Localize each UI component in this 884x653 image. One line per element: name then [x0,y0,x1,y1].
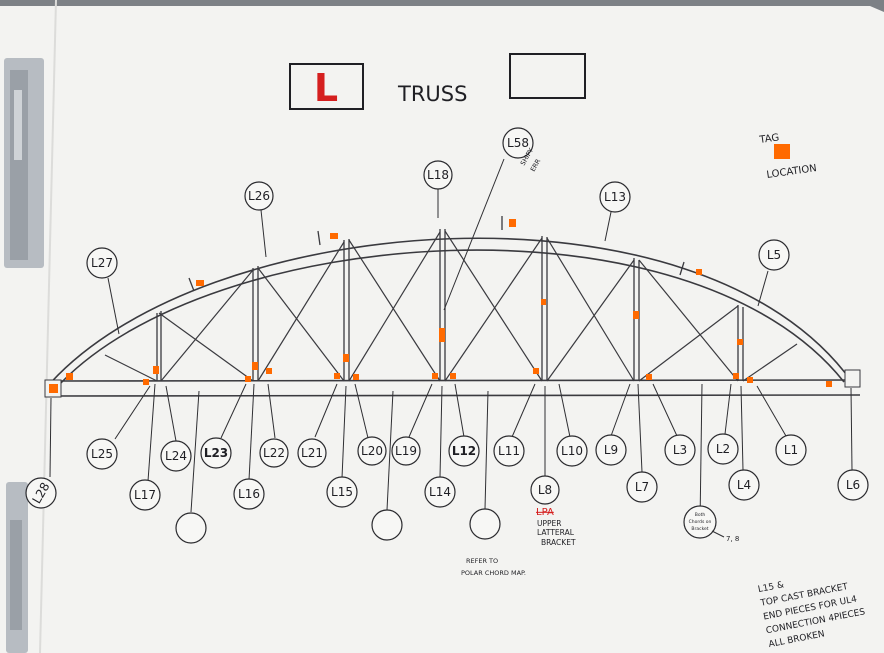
bubble-L24: L24 [160,440,192,472]
svg-text:L17: L17 [134,488,156,502]
bubble-L4: L4 [728,469,760,501]
bubble-L1: L1 [775,434,807,466]
bubble-L5: L5 [758,239,790,271]
bubble-L13: L13 [599,181,631,213]
both-note-1: Both [695,512,706,518]
svg-text:L13: L13 [604,190,626,204]
truss [44,216,861,398]
bubble-L8: L8 [530,475,560,505]
svg-text:L3: L3 [673,443,687,457]
l8-note-2: UPPER [537,519,562,528]
tag-note-line1: TAG [758,132,780,146]
binder-clip-top [4,58,44,268]
bubble-L21: L21 [297,438,327,468]
bubble-empty-3 [469,508,501,540]
svg-text:L6: L6 [846,478,860,492]
bubble-L3: L3 [664,434,696,466]
tag-swatch [774,144,790,159]
bubble-L12: L12 [448,435,480,467]
bottom-chord-top [45,379,861,382]
bubble-L27: L27 [86,247,118,279]
bubble-L6: L6 [837,469,869,501]
diagonals [104,230,798,382]
svg-text:L10: L10 [561,444,583,458]
svg-text:L7: L7 [635,480,649,494]
svg-text:L16: L16 [238,487,260,501]
bubble-L19: L19 [391,436,421,466]
bubble-L58: L58 [502,127,534,159]
svg-text:L18: L18 [427,168,449,182]
svg-text:L5: L5 [767,248,781,262]
both-note-suffix: 7, 8 [726,535,739,543]
bubble-empty-1 [175,512,207,544]
bubble-L26: L26 [244,181,274,211]
orange-tags [49,219,832,393]
svg-text:L21: L21 [301,446,323,460]
bubble-L9: L9 [595,434,627,466]
arch-inner [57,249,845,387]
page-title: TRUSS [397,82,467,106]
empty-box [509,53,586,99]
svg-text:L23: L23 [204,446,228,460]
bubble-L17: L17 [129,479,161,511]
l8-note-4: BRACKET [541,538,576,547]
both-note-3: Bracket [691,526,708,532]
svg-text:L2: L2 [716,442,730,456]
arch-splices [188,216,685,292]
bubble-L14: L14 [424,476,456,508]
svg-text:L15: L15 [331,485,353,499]
bubble-L15: L15 [326,476,358,508]
svg-text:L14: L14 [429,485,451,499]
svg-text:L25: L25 [91,447,113,461]
bubble-L11: L11 [493,435,525,467]
end-block-right [844,369,861,388]
svg-text:L22: L22 [263,446,285,460]
svg-text:L27: L27 [91,256,113,270]
paper-fold [39,0,57,653]
bubble-L10: L10 [556,435,588,467]
bubble-L7: L7 [626,471,658,503]
bottom-note-1: L15 & [757,580,785,595]
bubble-empty-2 [371,509,403,541]
label-bubbles: L58 L18 L13 L26 L27 L5 L25 L24 L23 L22 L… [25,127,869,544]
svg-text:L19: L19 [395,444,417,458]
refer-note-1: REFER TO [466,557,498,565]
svg-text:L26: L26 [248,189,270,203]
type-letter: L [314,66,338,110]
refer-note-2: POLAR CHORD MAP. [461,569,526,577]
bubble-L22: L22 [259,438,289,468]
l8-note-1: LPA [536,507,554,518]
bubble-L25: L25 [86,438,118,470]
svg-text:L1: L1 [784,443,798,457]
binder-clip-bottom [6,482,28,653]
svg-text:L9: L9 [604,443,618,457]
svg-text:L12: L12 [452,444,476,458]
svg-text:L24: L24 [165,449,187,463]
bubble-L18: L18 [423,160,453,190]
l8-note-3: LATTERAL [537,528,575,537]
svg-text:L8: L8 [538,483,552,497]
leader-lines [49,158,853,525]
bubble-L16: L16 [233,478,265,510]
bubble-L20: L20 [357,436,387,466]
bubble-L23: L23 [200,437,232,469]
svg-text:L11: L11 [498,444,520,458]
svg-text:L20: L20 [361,444,383,458]
type-box [289,63,364,110]
svg-text:L58: L58 [507,136,529,150]
svg-text:L4: L4 [737,478,751,492]
both-note-leader [711,530,725,538]
bottom-chord-bottom [45,394,861,397]
bubble-L28: L28 [25,477,57,509]
both-note-2: Chords on [689,519,712,525]
bubble-both-chords [683,505,717,539]
bubble-L2: L2 [707,433,739,465]
